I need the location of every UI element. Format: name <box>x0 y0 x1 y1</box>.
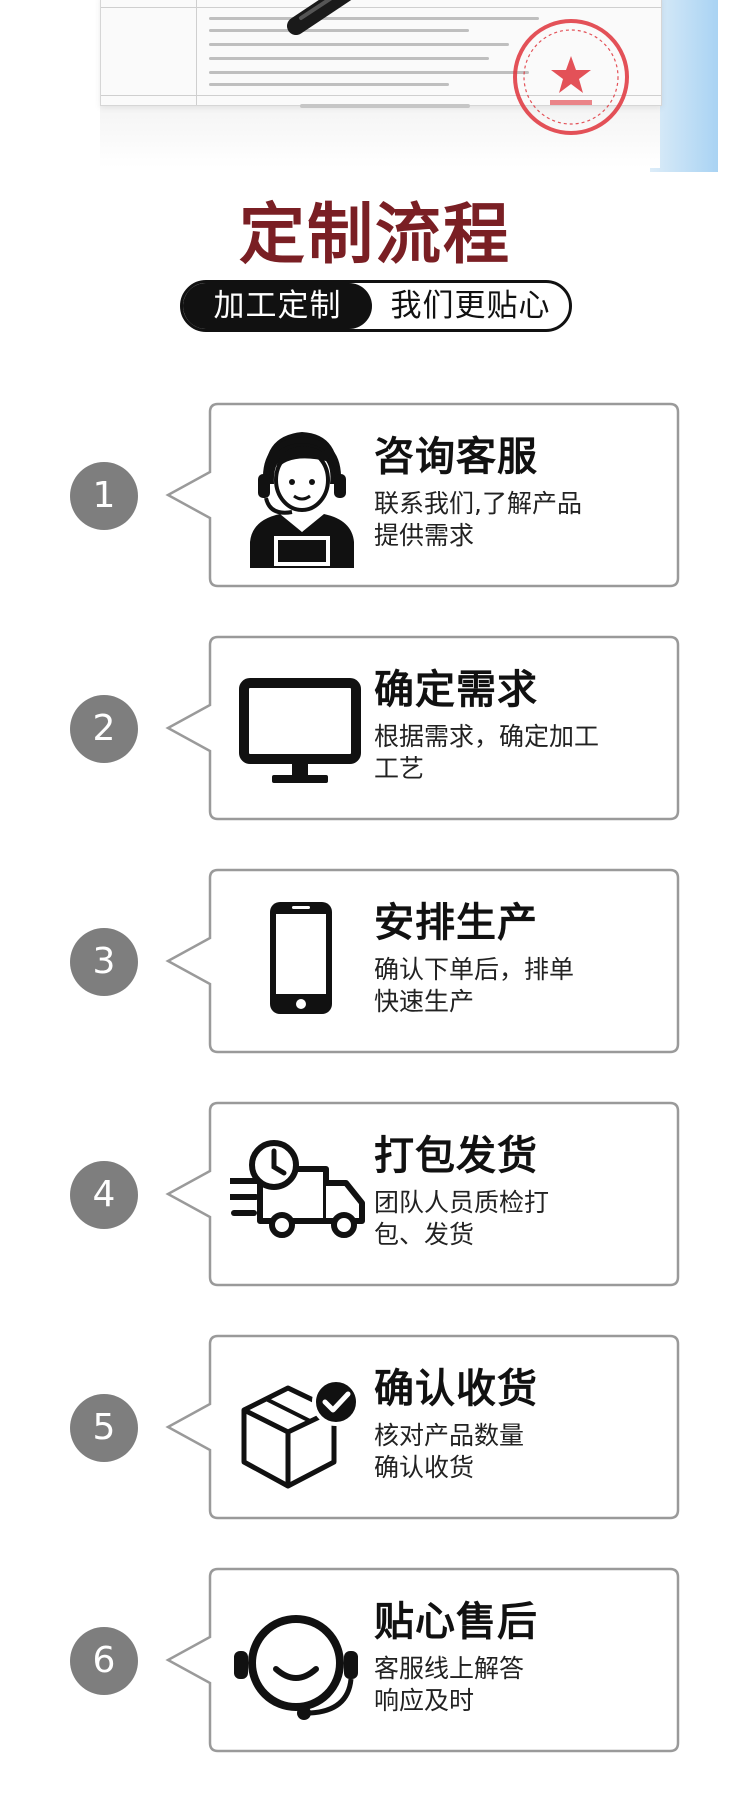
step-6: 6 贴心售后 客服线上解答 响应及时 <box>0 1567 750 1753</box>
step-title: 安排生产 <box>374 900 538 946</box>
red-seal-icon <box>513 19 629 135</box>
step-description: 联系我们,了解产品 提供需求 <box>374 488 634 552</box>
step-description-line: 客服线上解答 <box>374 1654 525 1683</box>
step-description-line: 团队人员质检打 <box>374 1188 550 1217</box>
step-description-line: 联系我们,了解产品 <box>374 489 582 518</box>
document-shadow <box>100 104 660 168</box>
step-card: 确定需求 根据需求，确定加工 工艺 <box>165 635 680 821</box>
headset-smile-icon <box>230 1587 370 1733</box>
delivery-truck-clock-icon <box>221 1121 370 1267</box>
certificate-image <box>0 0 750 175</box>
subtitle-pill: 加工定制 我们更贴心 <box>180 280 572 332</box>
monitor-icon <box>230 655 370 801</box>
step-description-line: 响应及时 <box>374 1686 475 1715</box>
subtitle-right: 我们更贴心 <box>390 288 551 324</box>
magnifier-icon <box>287 0 352 35</box>
step-description-line: 确认下单后，排单 <box>374 955 575 984</box>
page-title: 定制流程 <box>239 196 511 273</box>
step-description-line: 根据需求，确定加工 <box>374 722 600 751</box>
step-number: 5 <box>70 1394 138 1462</box>
step-description: 根据需求，确定加工 工艺 <box>374 721 634 785</box>
step-number: 4 <box>70 1161 138 1229</box>
step-description: 团队人员质检打 包、发货 <box>374 1187 634 1251</box>
package-check-icon <box>230 1354 370 1500</box>
step-title: 确定需求 <box>374 667 538 713</box>
step-4: 4 打包发货 团队人员质检打 包、发货 <box>0 1101 750 1287</box>
step-description-line: 快速生产 <box>374 987 475 1016</box>
step-description: 核对产品数量 确认收货 <box>374 1420 634 1484</box>
step-title: 贴心售后 <box>374 1599 538 1645</box>
step-title: 咨询客服 <box>374 434 538 480</box>
step-title: 打包发货 <box>374 1133 538 1179</box>
step-description: 客服线上解答 响应及时 <box>374 1653 634 1717</box>
customer-service-agent-icon <box>230 422 370 570</box>
step-description-line: 提供需求 <box>374 521 475 550</box>
step-number: 3 <box>70 928 138 996</box>
step-number: 1 <box>70 462 138 530</box>
step-card: 确认收货 核对产品数量 确认收货 <box>165 1334 680 1520</box>
step-5: 5 确认收货 核对产品数量 确认收货 <box>0 1334 750 1520</box>
step-description: 确认下单后，排单 快速生产 <box>374 954 634 1018</box>
step-3: 3 安排生产 确认下单后，排单 快速生产 <box>0 868 750 1054</box>
step-description-line: 确认收货 <box>374 1453 475 1482</box>
step-card: 贴心售后 客服线上解答 响应及时 <box>165 1567 680 1753</box>
step-2: 2 确定需求 根据需求，确定加工 工艺 <box>0 635 750 821</box>
step-description-line: 工艺 <box>374 754 425 783</box>
step-number: 2 <box>70 695 138 763</box>
step-card: 咨询客服 联系我们,了解产品 提供需求 <box>165 402 680 588</box>
step-description-line: 核对产品数量 <box>374 1421 525 1450</box>
speech-bubble-frame <box>165 1101 680 1287</box>
certificate-document <box>100 0 662 106</box>
step-number: 6 <box>70 1627 138 1695</box>
document-footer-line <box>300 104 470 108</box>
step-card: 打包发货 团队人员质检打 包、发货 <box>165 1101 680 1287</box>
step-card: 安排生产 确认下单后，排单 快速生产 <box>165 868 680 1054</box>
step-1: 1 <box>0 402 750 588</box>
subtitle-left: 加工定制 <box>183 283 372 329</box>
smartphone-icon <box>230 888 370 1034</box>
step-title: 确认收货 <box>374 1366 538 1412</box>
step-description-line: 包、发货 <box>374 1220 475 1249</box>
